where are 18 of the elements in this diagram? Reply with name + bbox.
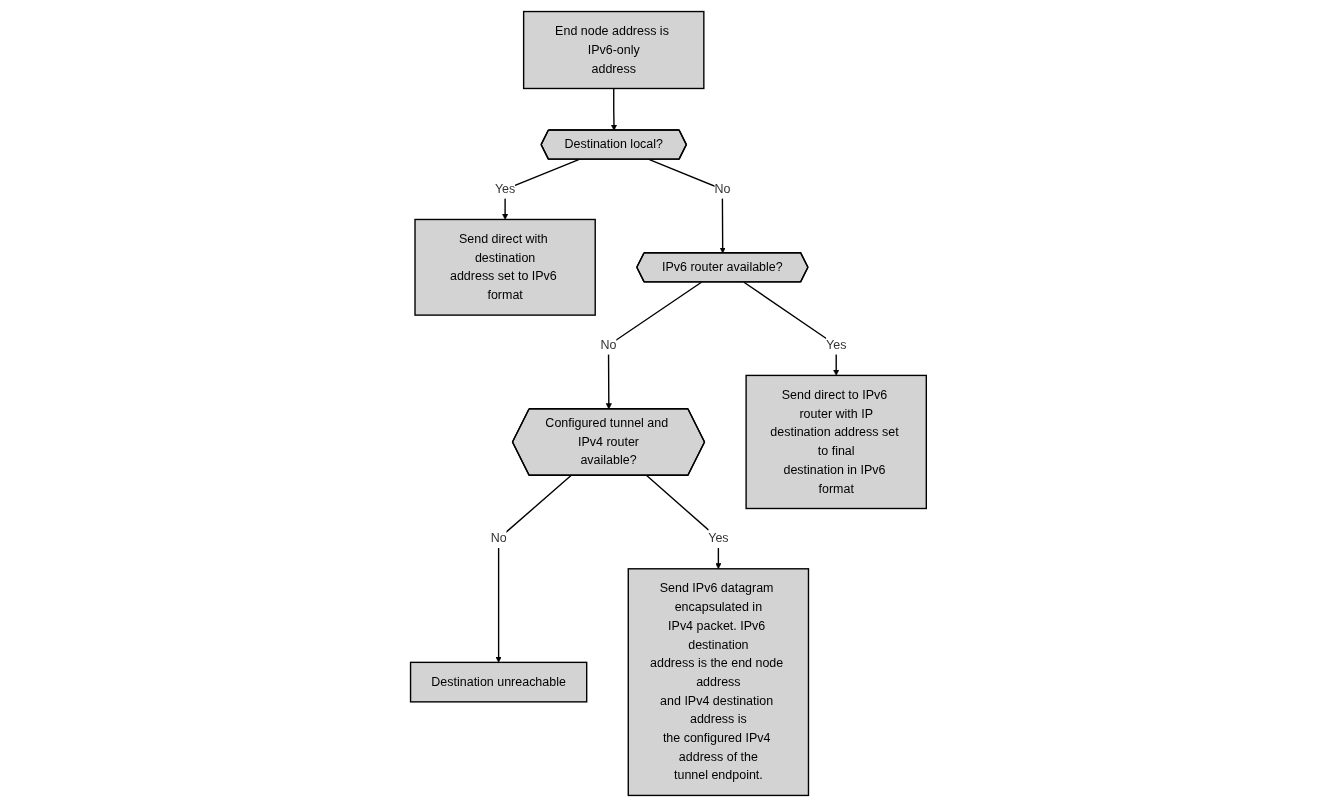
edge-label: Yes	[494, 182, 515, 196]
arrow	[501, 158, 579, 220]
edge-label: No	[600, 337, 617, 352]
arrow	[648, 158, 726, 254]
arrow	[495, 474, 572, 663]
node-box: Send direct to IPv6 router with IP destination address set to final destination in IPv6 format	[744, 374, 927, 510]
edge-label: No	[713, 182, 730, 196]
arrow	[605, 281, 702, 410]
node-box: Send direct with destination address set to IPv6 format	[413, 218, 596, 316]
node-box: Destination unreachable	[409, 661, 587, 703]
edge-label: No	[490, 531, 507, 546]
arrow	[645, 474, 721, 570]
arrow	[610, 87, 617, 131]
node-box: Send IPv6 datagram encapsulated in IPv4 packet. IPv6 destination address is the end node address and IPv4 destination address is the configured IPv4 address of the tunnel endpoint.	[627, 568, 809, 797]
node-box: End node address is IPv6-only address	[522, 10, 705, 90]
edge-label: Yes	[825, 337, 846, 352]
edge-label: Yes	[707, 531, 729, 546]
arrow	[742, 281, 839, 376]
